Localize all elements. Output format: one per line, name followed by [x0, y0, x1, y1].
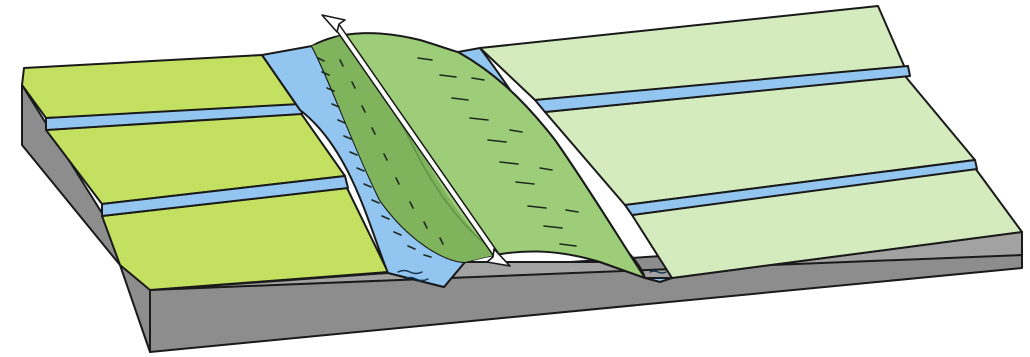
diagram-stage [0, 0, 1030, 357]
dike-landscape-diagram [0, 0, 1030, 357]
